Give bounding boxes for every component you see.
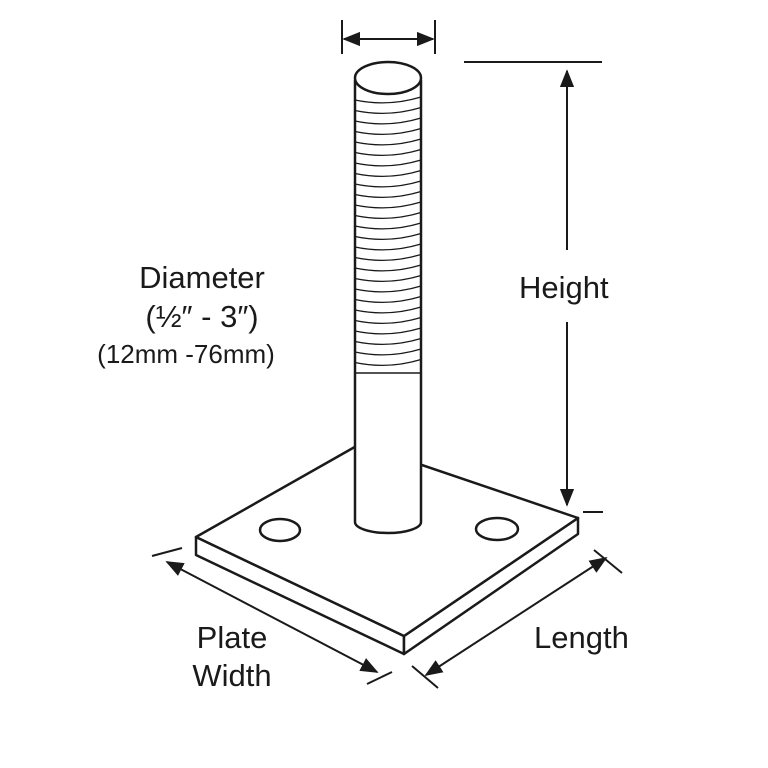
thread-line [354, 243, 422, 251]
thread-line [354, 337, 422, 346]
rod-top-end [353, 60, 423, 96]
length-label: Length [534, 620, 629, 655]
height-label: Height [519, 270, 609, 305]
diameter-label: Diameter [139, 260, 265, 295]
thread-line [354, 306, 422, 314]
thread-line [354, 96, 422, 104]
thread-line [354, 316, 422, 325]
thread-line [354, 358, 422, 367]
diameter-range-mm: (12mm -76mm) [97, 339, 275, 369]
thread-line [354, 201, 422, 209]
thread-line [354, 159, 422, 167]
thread-line [354, 348, 422, 356]
thread-line [354, 117, 422, 125]
plate-hole-left [258, 517, 302, 543]
height-dimension [464, 61, 603, 513]
plate-hole-right [474, 516, 520, 542]
thread-line [354, 211, 422, 220]
thread-line [354, 222, 422, 230]
thread-line [354, 274, 422, 283]
plate-width-label-line1: Plate [196, 620, 268, 655]
thread-line [354, 264, 422, 272]
thread-line [354, 253, 422, 262]
rod-body [353, 80, 423, 535]
thread-line [354, 169, 422, 178]
thread-line [354, 327, 422, 335]
plate-width-dimension [151, 547, 393, 685]
thread-line [354, 180, 422, 188]
threaded-rod [353, 60, 423, 535]
thread-line [354, 127, 422, 136]
thread-line [354, 232, 422, 241]
diameter-range-inches: (½″ - 3″) [145, 299, 259, 334]
diameter-dimension [341, 20, 436, 54]
plate-width-label-line2: Width [192, 658, 272, 693]
thread-line [354, 190, 422, 199]
length-dimension [411, 549, 623, 689]
thread-line [354, 148, 422, 157]
rod-threads [354, 96, 422, 367]
thread-line [354, 295, 422, 304]
thread-line [354, 106, 422, 115]
thread-line [354, 285, 422, 293]
thread-line [354, 138, 422, 146]
